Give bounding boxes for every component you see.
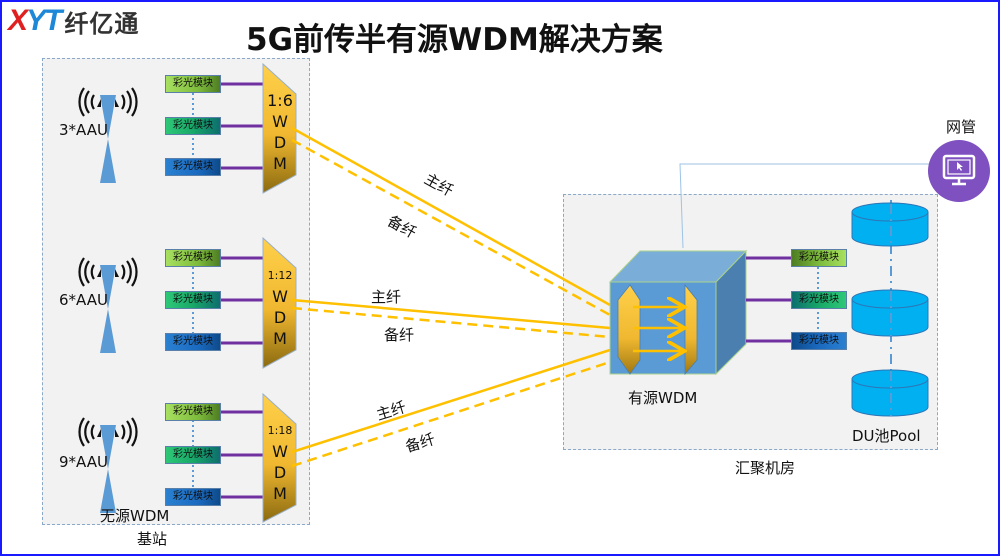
color-optical-module: 彩光模块: [165, 446, 221, 464]
wdm-letter: W: [272, 112, 288, 131]
backup-fiber-2: [291, 306, 611, 339]
wdm-text-1: 1:6 W D M: [265, 90, 295, 174]
monitor-cursor-icon: [942, 154, 976, 186]
hub-room-label: 汇聚机房: [735, 459, 796, 477]
color-optical-module: 彩光模块: [791, 249, 847, 267]
slide-title: 5G前传半有源WDM解决方案: [246, 22, 663, 58]
primary-fiber-label: 主纤: [371, 288, 402, 306]
passive-wdm-3: [262, 392, 297, 523]
active-wdm-cube: [608, 249, 748, 376]
backup-fiber-label: 备纤: [384, 326, 415, 344]
color-optical-module: 彩光模块: [165, 403, 221, 421]
wdm-text-2: 1:12 W D M: [265, 265, 295, 349]
logo-text: 纤亿通: [64, 9, 140, 38]
primary-fiber-2: [291, 298, 611, 330]
logo-mark: XYT: [8, 4, 62, 37]
wdm-letter: D: [273, 133, 287, 152]
antenna-icon: [78, 87, 138, 183]
aau-label: 3*AAU: [59, 121, 108, 139]
module-connectors-right: [746, 256, 792, 343]
module-connectors-left: [220, 82, 264, 499]
wdm-ratio: 1:12: [267, 269, 293, 282]
wdm-letter: M: [273, 154, 287, 173]
network-management-button[interactable]: [928, 140, 990, 202]
color-optical-module: 彩光模块: [165, 333, 221, 351]
du-pool-label: DU池Pool: [852, 427, 921, 445]
wdm-ratio: 1:18: [267, 424, 293, 437]
wdm-ratio: 1:6: [267, 91, 293, 110]
wdm-letter: M: [273, 329, 287, 348]
primary-fiber-3: [291, 348, 611, 454]
passive-wdm-2: [262, 236, 297, 369]
nm-connection-line: [679, 163, 930, 249]
company-logo: XYT 纤亿通: [8, 4, 139, 38]
color-optical-module: 彩光模块: [791, 332, 847, 350]
active-wdm-label: 有源WDM: [628, 389, 698, 407]
wdm-letter: M: [273, 484, 287, 503]
color-optical-module: 彩光模块: [165, 75, 221, 93]
color-optical-module: 彩光模块: [791, 291, 847, 309]
backup-fiber-3: [291, 360, 611, 468]
antenna-icon: [78, 417, 138, 513]
fiber-links: [291, 126, 611, 468]
aau-label: 9*AAU: [59, 453, 108, 471]
color-optical-module: 彩光模块: [165, 249, 221, 267]
antenna-icon: [78, 257, 138, 353]
passive-wdm-label: 无源WDM: [100, 507, 170, 525]
wdm-letter: W: [272, 287, 288, 306]
color-optical-module: 彩光模块: [165, 488, 221, 506]
color-optical-module: 彩光模块: [165, 158, 221, 176]
backup-fiber-1: [291, 138, 611, 317]
wdm-text-3: 1:18 W D M: [265, 420, 295, 504]
color-optical-module: 彩光模块: [165, 117, 221, 135]
aau-label: 6*AAU: [59, 291, 108, 309]
wdm-letter: D: [273, 463, 287, 482]
network-management-label: 网管: [946, 118, 977, 136]
passive-wdm-1: [262, 62, 297, 194]
wdm-letter: D: [273, 308, 287, 327]
color-optical-module: 彩光模块: [165, 291, 221, 309]
wdm-letter: W: [272, 442, 288, 461]
primary-fiber-1: [291, 126, 611, 307]
base-station-label: 基站: [137, 530, 168, 548]
